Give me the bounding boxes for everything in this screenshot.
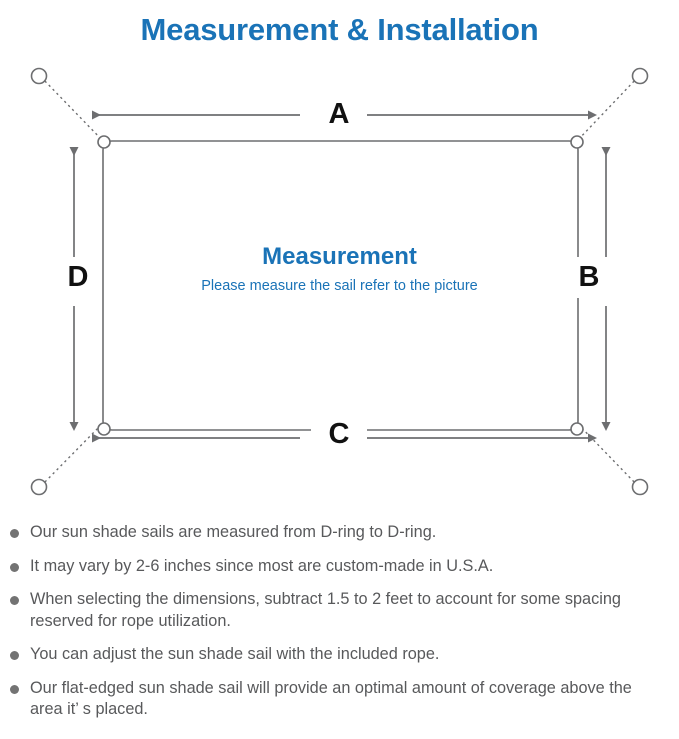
rope-line-bottom-right xyxy=(575,421,639,487)
note-text: Our sun shade sails are measured from D-… xyxy=(30,523,437,541)
list-item: You can adjust the sun shade sail with t… xyxy=(10,644,665,665)
d-ring-bottom-right-icon xyxy=(570,422,584,436)
list-item: Our flat-edged sun shade sail will provi… xyxy=(10,678,665,720)
anchor-top-right-icon xyxy=(631,67,649,85)
anchor-bottom-left-icon xyxy=(30,478,48,496)
d-ring-top-left-icon xyxy=(97,135,111,149)
d-rings xyxy=(97,135,584,436)
anchor-bottom-right-icon xyxy=(631,478,649,496)
d-ring-bottom-left-icon xyxy=(97,422,111,436)
bullet-icon xyxy=(10,529,19,538)
list-item: Our sun shade sails are measured from D-… xyxy=(10,522,665,543)
rope-line-bottom-left xyxy=(40,421,105,487)
rope-line-top-right xyxy=(575,76,639,143)
bullet-icon xyxy=(10,651,19,661)
bullet-icon xyxy=(10,684,19,694)
page-title: Measurement & Installation xyxy=(140,12,539,47)
rope-lines xyxy=(40,76,639,487)
page-header: Measurement & Installation xyxy=(0,0,679,56)
list-item: When selecting the dimensions, subtract … xyxy=(10,589,665,631)
sail-shape xyxy=(102,140,579,431)
notes-list: Our sun shade sails are measured from D-… xyxy=(0,522,679,733)
note-text: You can adjust the sun shade sail with t… xyxy=(30,645,440,664)
note-text: When selecting the dimensions, subtract … xyxy=(30,590,621,630)
list-item: It may vary by 2-6 inches since most are… xyxy=(10,556,665,577)
anchor-rings xyxy=(30,67,649,496)
rope-line-top-left xyxy=(40,76,105,143)
note-text: It may vary by 2-6 inches since most are… xyxy=(30,556,494,575)
d-ring-top-right-icon xyxy=(570,135,584,149)
diagram-canvas xyxy=(30,67,649,496)
anchor-top-left-icon xyxy=(30,67,48,85)
bullet-icon xyxy=(10,596,19,606)
measurement-diagram: A B C D Measurement Please measure the s… xyxy=(0,50,679,518)
dimension-arrows xyxy=(69,110,611,443)
bullet-icon xyxy=(10,562,19,572)
note-text: Our flat-edged sun shade sail will provi… xyxy=(30,678,632,719)
